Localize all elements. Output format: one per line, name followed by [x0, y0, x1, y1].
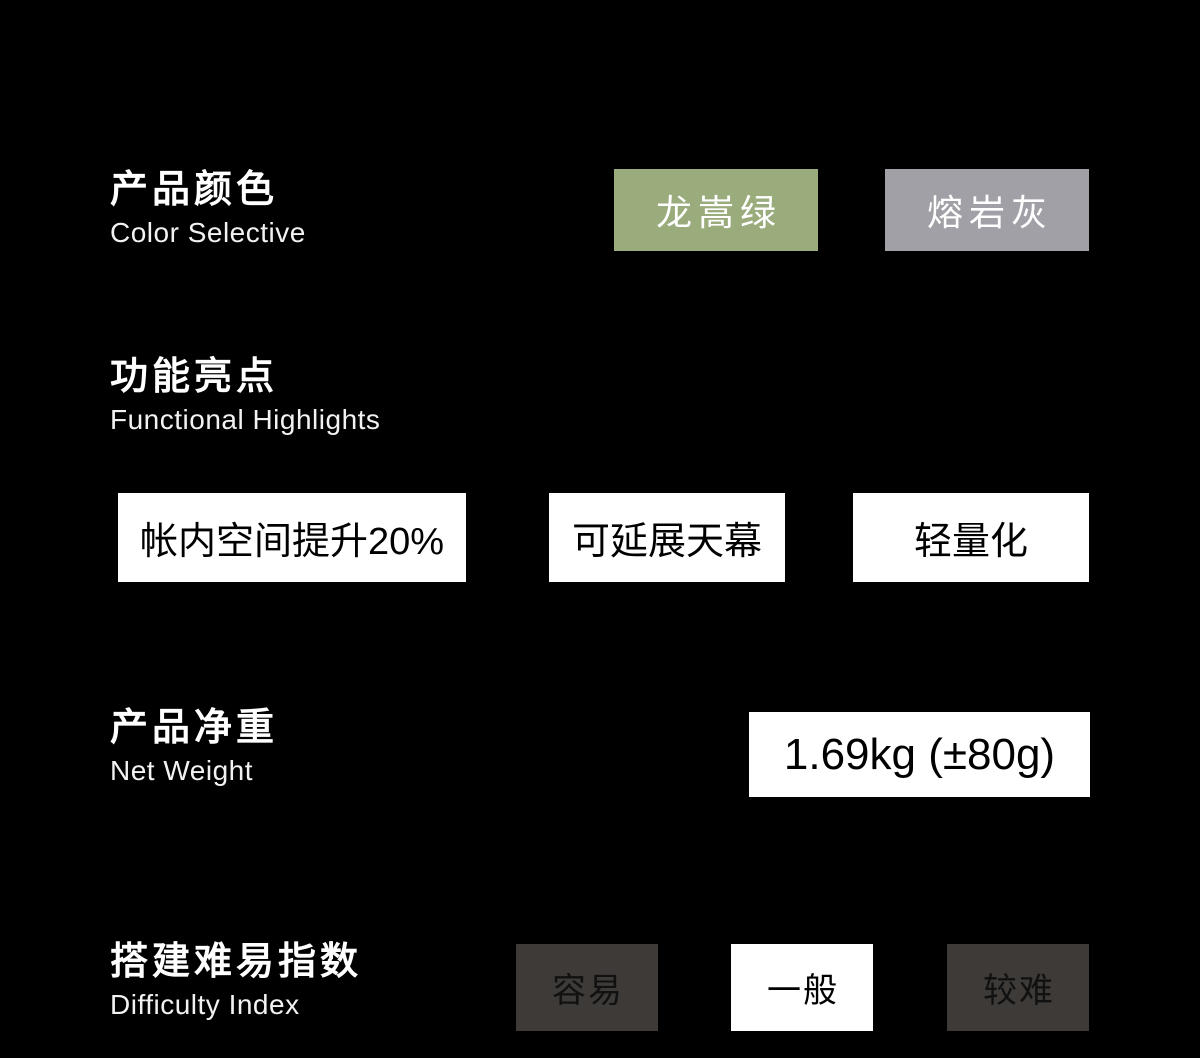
- difficulty-option-label: 较难: [983, 972, 1055, 1010]
- label-en-difficulty-index: Difficulty Index: [110, 988, 300, 1020]
- color-swatch-label: 熔岩灰: [926, 192, 1053, 233]
- difficulty-option-hard[interactable]: 较难: [947, 944, 1089, 1031]
- difficulty-option-label: 一般: [767, 972, 839, 1010]
- label-cn-functional-highlights: 功能亮点: [110, 356, 279, 398]
- label-functional-highlights: 功能亮点 Functional Highlights: [110, 355, 380, 438]
- feature-tag-label: 可延展天幕: [571, 521, 762, 563]
- feature-tag[interactable]: 可延展天幕: [549, 493, 785, 582]
- feature-tag-label: 轻量化: [913, 521, 1028, 563]
- difficulty-option-normal[interactable]: 一般: [731, 944, 873, 1031]
- feature-tag[interactable]: 轻量化: [853, 493, 1089, 582]
- net-weight-value-box: 1.69kg (±80g): [749, 712, 1090, 797]
- label-color-selective: 产品颜色 Color Selective: [110, 168, 306, 251]
- difficulty-option-label: 容易: [552, 972, 624, 1010]
- label-en-functional-highlights: Functional Highlights: [110, 403, 381, 435]
- color-swatch-dragon-green[interactable]: 龙嵩绿: [614, 169, 818, 251]
- label-cn-difficulty-index: 搭建难易指数: [110, 941, 363, 983]
- label-difficulty-index: 搭建难易指数 Difficulty Index: [110, 940, 362, 1023]
- feature-tag[interactable]: 帐内空间提升20%: [118, 493, 466, 582]
- label-cn-color-selective: 产品颜色: [110, 169, 279, 211]
- color-swatch-lava-gray[interactable]: 熔岩灰: [885, 169, 1089, 251]
- net-weight-value: 1.69kg (±80g): [783, 729, 1056, 779]
- label-en-color-selective: Color Selective: [110, 216, 306, 248]
- label-en-net-weight: Net Weight: [110, 754, 253, 786]
- feature-tag-label: 帐内空间提升20%: [139, 521, 445, 563]
- label-net-weight: 产品净重 Net Weight: [110, 706, 278, 789]
- difficulty-option-easy[interactable]: 容易: [516, 944, 658, 1031]
- label-cn-net-weight: 产品净重: [110, 707, 279, 749]
- color-swatch-label: 龙嵩绿: [655, 192, 782, 233]
